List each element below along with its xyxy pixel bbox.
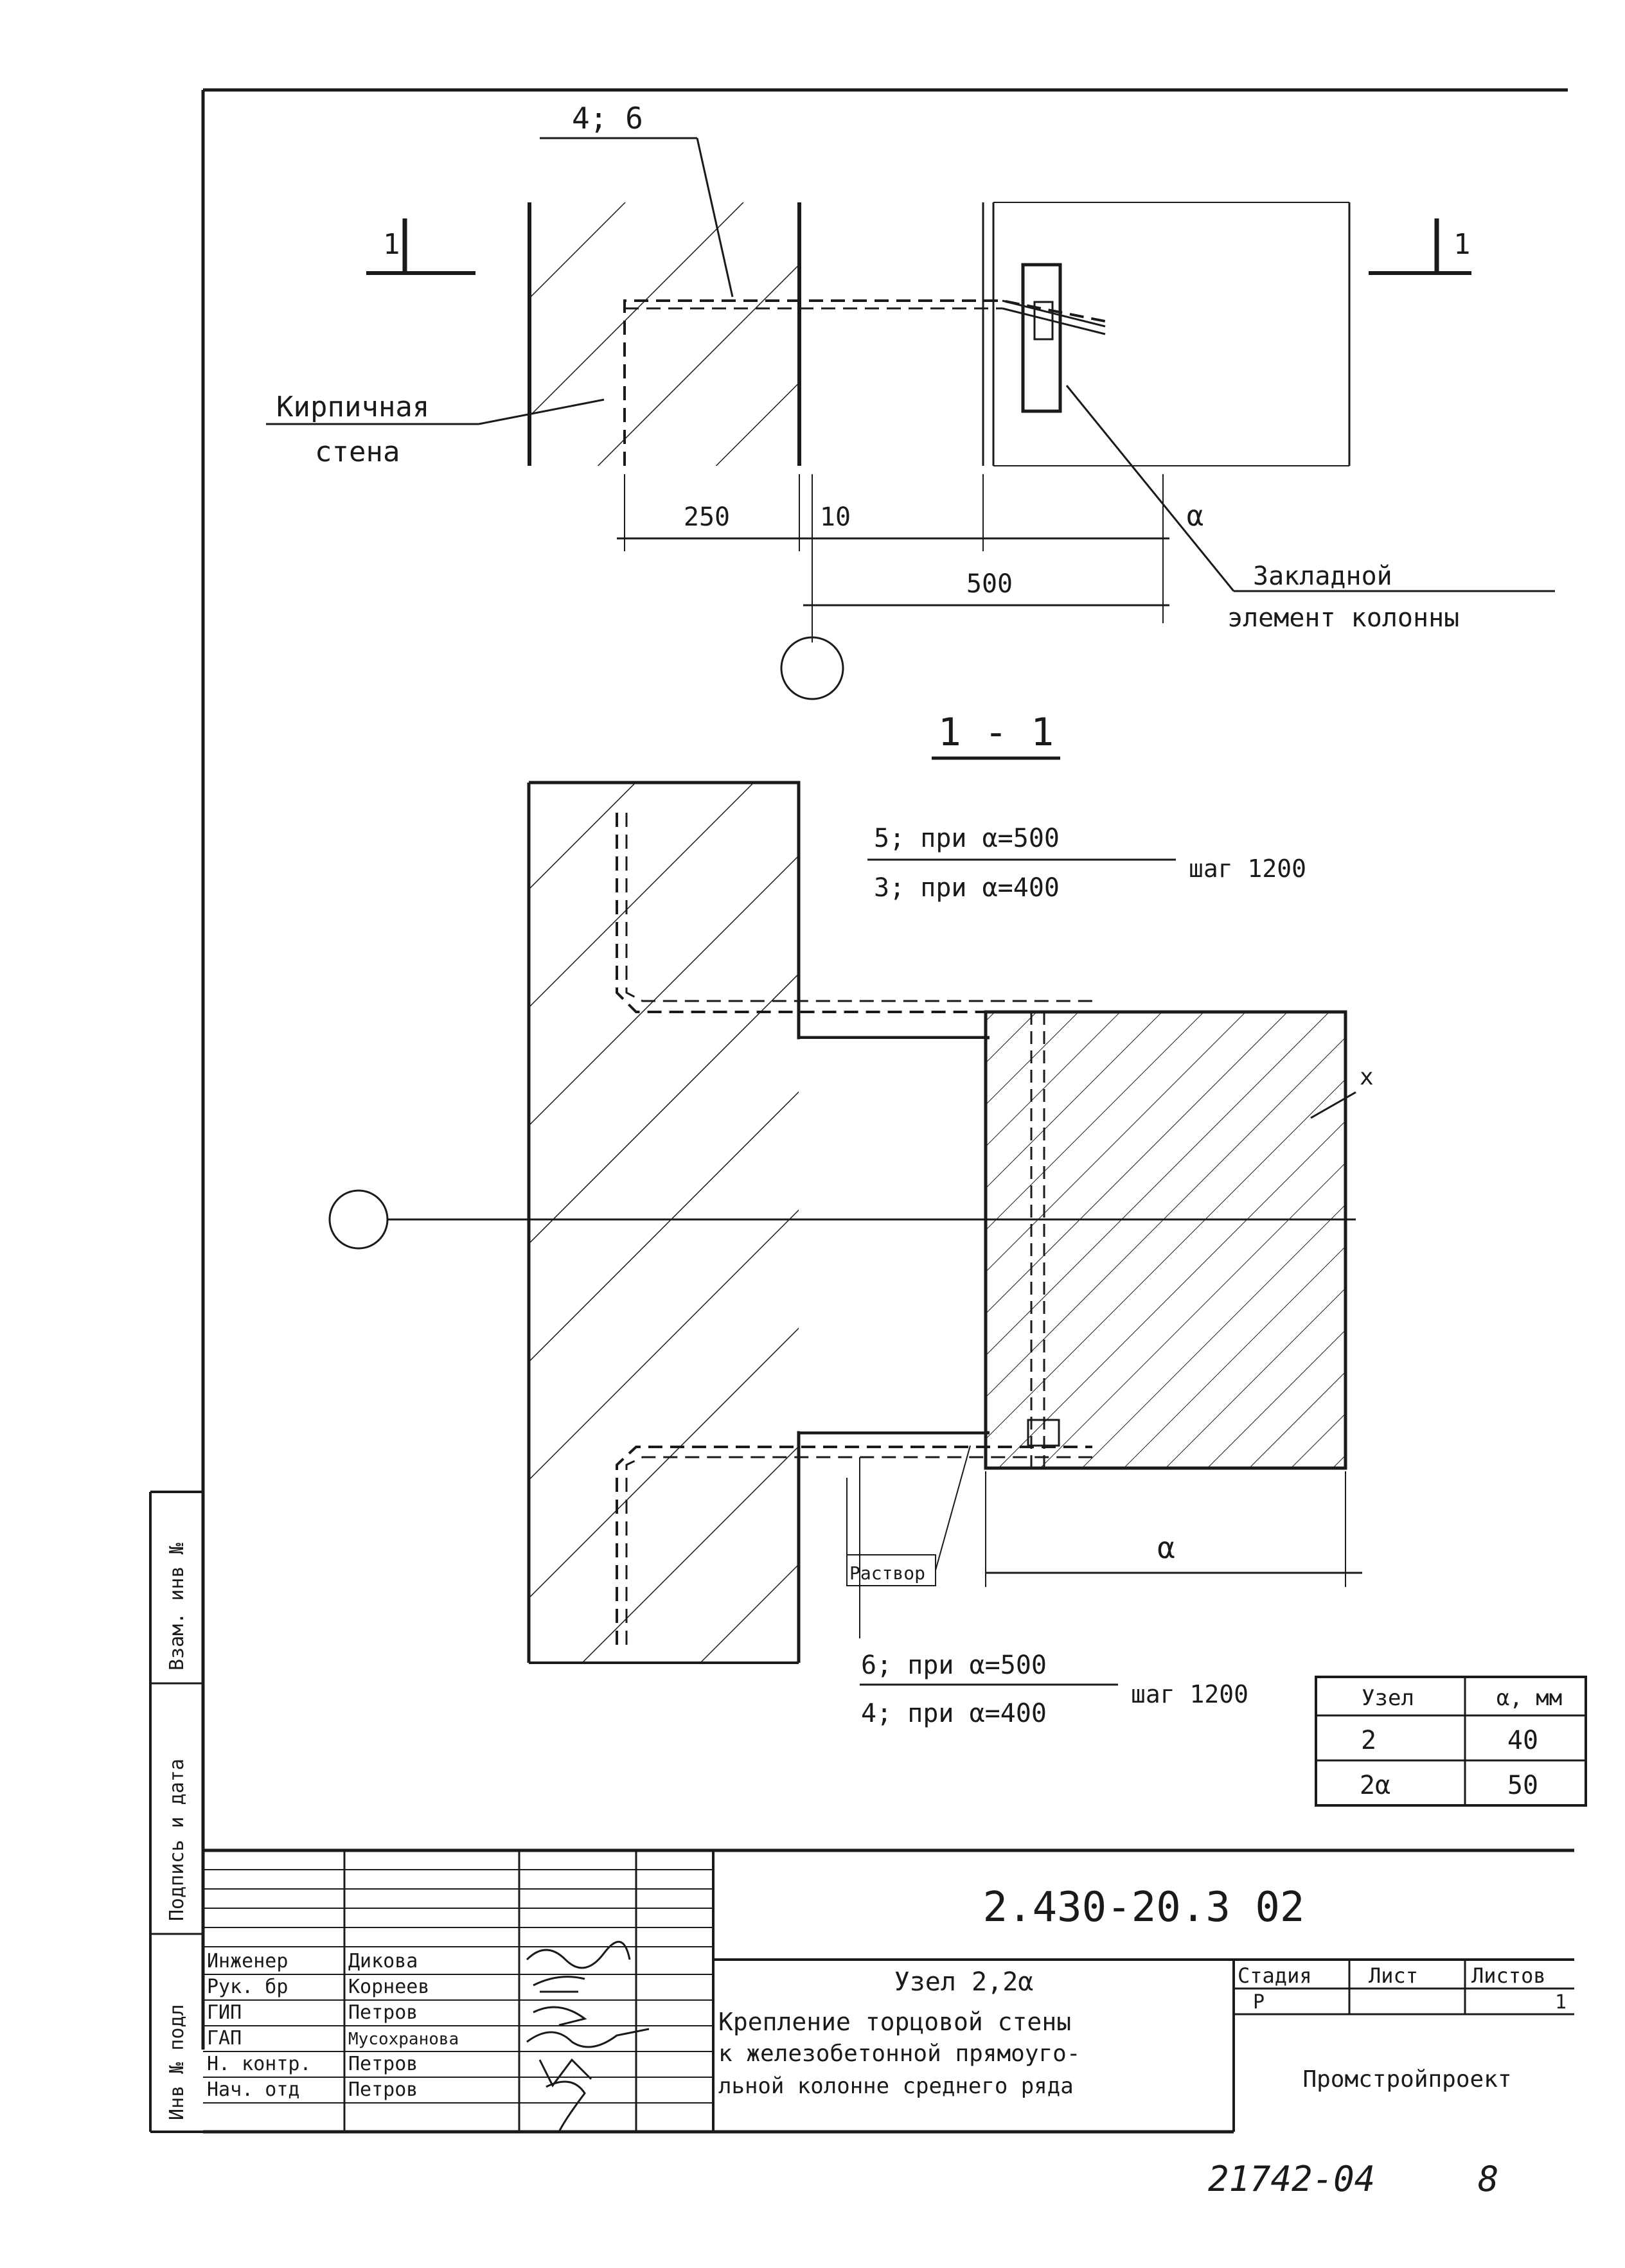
plan-view: 1 1 4; 6 Кирпичная стена 250 10 α 500 За… (266, 101, 1555, 700)
node-name: Узел 2,2α (894, 1967, 1034, 1997)
section-title: 1 - 1 (938, 710, 1054, 755)
axis-circle-plan (780, 636, 844, 700)
section-mark-left: 1 (383, 228, 400, 261)
embed-label-1: Закладной (1253, 562, 1392, 591)
role: Н. контр. (207, 2053, 312, 2075)
page-number: 8 (1478, 2159, 1499, 2199)
stage-header: Стадия (1238, 1963, 1312, 1988)
table-cell: 2α (1360, 1771, 1390, 1800)
stage-value: Р (1253, 1991, 1265, 2014)
signature-mark (533, 1976, 585, 1993)
table-cell: 50 (1507, 1771, 1538, 1800)
description-line-1: Крепление торцовой стены (718, 2008, 1071, 2036)
note-bottom-2: 4; при α=400 (861, 1699, 1047, 1728)
description-line-2: к железобетонной прямоуго- (718, 2041, 1081, 2067)
archive-number: 21742-04 (1208, 2159, 1375, 2199)
section-brick-wall (529, 783, 799, 1663)
dim-500: 500 (966, 569, 1013, 599)
side-stamp-sign: Подпись и дата (166, 1759, 188, 1921)
wall-label-1: Кирпичная (276, 391, 429, 423)
mortar-label: Раствор (849, 1563, 925, 1584)
sheet-frame (149, 88, 1568, 2133)
role: Нач. отд (207, 2078, 300, 2101)
role: ГАП (207, 2027, 242, 2050)
role-name: Дикова (348, 1950, 418, 1972)
plan-brick-wall (529, 202, 799, 466)
title-block: Инженер Дикова Рук. бр Корнеев ГИП Петро… (203, 1848, 1574, 2134)
table-cell: 40 (1507, 1726, 1538, 1755)
dim-10: 10 (820, 502, 851, 532)
axis-circle-section (328, 1189, 389, 1250)
dim-a-section: α (1157, 1530, 1175, 1565)
table-cell: 2 (1361, 1726, 1376, 1755)
note-bottom-1: 6; при α=500 (861, 1651, 1047, 1680)
dim-250: 250 (684, 502, 730, 532)
side-stamp-replace: Взам. инв № (166, 1543, 188, 1670)
doc-code: 2.430-20.3 02 (983, 1884, 1305, 1931)
signature-mark (526, 2028, 650, 2048)
table-header-node: Узел (1362, 1685, 1414, 1711)
organization: Промстройпроект (1302, 2066, 1511, 2093)
dim-a-plan: α (1187, 500, 1204, 533)
role: Инженер (207, 1950, 288, 1972)
role-name: Петров (348, 2053, 418, 2075)
role-name: Петров (348, 2078, 418, 2101)
footer: 21742-04 8 (1208, 2159, 1499, 2199)
table-header-a: α, мм (1496, 1685, 1562, 1711)
side-stamp-inventory: Инв № подл (166, 2004, 188, 2120)
role-name: Мусохранова (348, 2030, 459, 2049)
note-top-1: 5; при α=500 (874, 824, 1060, 853)
sheets-header: Листов (1471, 1963, 1546, 1988)
role: ГИП (207, 2001, 242, 2024)
signature-mark (538, 2058, 592, 2087)
role-name: Петров (348, 2001, 418, 2024)
role-name: Корнеев (348, 1976, 429, 1998)
embed-plate (1021, 263, 1062, 413)
plan-callout: 4; 6 (572, 101, 643, 136)
wall-label-2: стена (315, 436, 400, 468)
embed-label-2: элемент колонны (1227, 603, 1459, 633)
side-stamp: Взам. инв № Подпись и дата Инв № подл (166, 1543, 188, 2120)
section-view: 1 - 1 x 5; при α=500 3; при α=400 (328, 710, 1374, 1728)
role: Рук. бр (207, 1976, 288, 1998)
description-line-3: льной колонне среднего ряда (718, 2073, 1074, 2099)
note-top-2: 3; при α=400 (874, 873, 1060, 903)
signature-mark (533, 2006, 587, 2026)
step-bottom: шаг 1200 (1131, 1680, 1248, 1708)
mark-x: x (1360, 1064, 1374, 1090)
section-mark-right: 1 (1453, 228, 1471, 261)
sheet-value: 1 (1555, 1991, 1567, 2014)
signature-mark (546, 2080, 586, 2132)
signature-mark (526, 1940, 631, 1969)
node-table: Узел α, мм 2 40 2α 50 (1315, 1676, 1587, 1807)
sheet-header: Лист (1369, 1963, 1418, 1988)
concrete-column (986, 1012, 1345, 1468)
step-top: шаг 1200 (1189, 855, 1306, 883)
